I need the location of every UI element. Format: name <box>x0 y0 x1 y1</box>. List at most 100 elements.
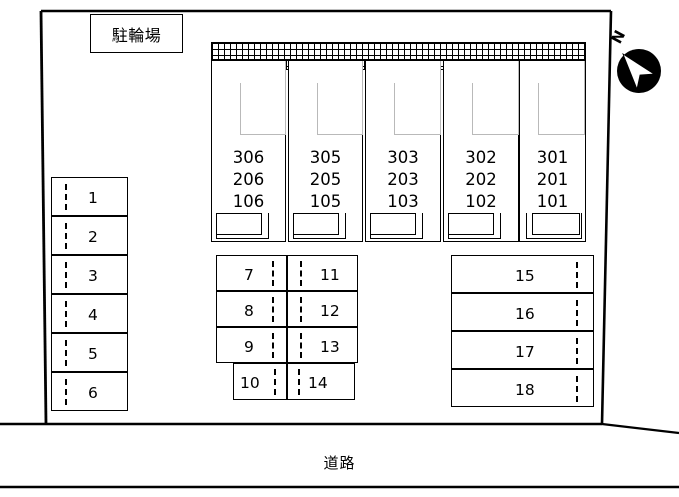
unit-302-numbers: 302 202 102 <box>444 147 518 213</box>
building-unit-306: 306 206 106 <box>211 60 286 242</box>
unit-305-floor2: 205 <box>309 170 342 189</box>
parking-stall-17[interactable]: 17 <box>451 331 594 369</box>
parking-stall-6-number: 6 <box>88 384 98 402</box>
parking-stall-6[interactable]: 6 <box>51 372 128 411</box>
unit-302-stair <box>472 83 494 135</box>
parking-stall-2-divider <box>65 223 67 249</box>
unit-306-stair <box>240 83 262 135</box>
unit-305-stair <box>317 83 339 135</box>
unit-306-entrance-step <box>216 213 269 239</box>
parking-stall-9[interactable]: 9 <box>216 327 287 363</box>
parking-stall-4-divider <box>65 301 67 327</box>
parking-stall-11-number: 11 <box>320 266 340 284</box>
parking-stall-3-divider <box>65 262 67 288</box>
unit-301-entrance <box>532 213 580 235</box>
parking-stall-6-divider <box>65 379 67 405</box>
parking-stall-2[interactable]: 2 <box>51 216 128 255</box>
parking-stall-16-number: 16 <box>515 305 535 323</box>
unit-302-entrance-step <box>448 213 501 239</box>
parking-stall-8[interactable]: 8 <box>216 291 287 327</box>
unit-306-balcony <box>262 61 286 135</box>
unit-301-entrance-step <box>526 213 582 239</box>
unit-302-floor1: 102 <box>465 192 497 211</box>
parking-stall-16[interactable]: 16 <box>451 293 594 331</box>
unit-303-numbers: 303 203 103 <box>366 147 440 213</box>
parking-stall-15-divider <box>576 262 578 288</box>
parking-stall-4-number: 4 <box>88 306 98 324</box>
unit-306-floor3: 306 <box>232 148 265 167</box>
parking-stall-7-divider <box>272 261 274 286</box>
parking-stall-15[interactable]: 15 <box>451 255 594 293</box>
parking-stall-17-number: 17 <box>515 343 535 361</box>
parking-stall-9-divider <box>272 333 274 358</box>
unit-302-floor2: 202 <box>465 170 497 189</box>
parking-stall-7-number: 7 <box>244 266 254 284</box>
unit-306-numbers: 306 206 106 <box>212 147 285 213</box>
building-unit-305: 305 205 105 <box>288 60 363 242</box>
parking-stall-4[interactable]: 4 <box>51 294 128 333</box>
parking-stall-11[interactable]: 11 <box>287 255 358 291</box>
parking-stall-8-divider <box>272 297 274 322</box>
unit-301-stair <box>538 83 560 135</box>
parking-stall-18-divider <box>576 376 578 402</box>
parking-stall-14-number: 14 <box>308 374 328 392</box>
parking-stall-12-number: 12 <box>320 302 340 320</box>
parking-stall-7[interactable]: 7 <box>216 255 287 291</box>
parking-stall-11-divider <box>300 261 302 286</box>
road-label: 道路 <box>323 453 356 472</box>
unit-301-balcony <box>560 61 585 135</box>
unit-303-floor1: 103 <box>387 192 419 211</box>
unit-303-entrance-step <box>370 213 423 239</box>
unit-306-floor1: 106 <box>232 192 265 211</box>
apartment-building: 306 206 106 305 205 105 303 <box>211 42 586 242</box>
parking-stall-13[interactable]: 13 <box>287 327 358 363</box>
building-unit-303: 303 203 103 <box>365 60 441 242</box>
parking-stall-2-number: 2 <box>88 228 98 246</box>
unit-302-balcony <box>494 61 519 135</box>
unit-305-balcony <box>339 61 363 135</box>
parking-stall-1-divider <box>65 184 67 210</box>
parking-stall-18[interactable]: 18 <box>451 369 594 407</box>
parking-stall-14-divider <box>298 369 300 395</box>
building-unit-301: 301 201 101 <box>519 60 586 242</box>
parking-stall-18-number: 18 <box>515 381 535 399</box>
parking-stall-12[interactable]: 12 <box>287 291 358 327</box>
parking-stall-9-number: 9 <box>244 338 254 356</box>
parking-stall-13-divider <box>300 333 302 358</box>
parking-stall-12-divider <box>300 297 302 322</box>
unit-303-stair <box>394 83 416 135</box>
unit-305-floor1: 105 <box>309 192 342 211</box>
roof-hatch-main <box>211 42 586 60</box>
parking-stall-1[interactable]: 1 <box>51 177 128 216</box>
unit-305-entrance-step <box>293 213 346 239</box>
parking-stall-15-number: 15 <box>515 267 535 285</box>
unit-301-floor3: 301 <box>536 148 569 167</box>
parking-stall-17-divider <box>576 338 578 364</box>
parking-stall-14[interactable]: 14 <box>287 363 355 400</box>
parking-stall-10-divider <box>274 369 276 395</box>
unit-302-floor3: 302 <box>465 148 497 167</box>
bicycle-parking-text: 駐輪場 <box>111 25 162 45</box>
parking-stall-1-number: 1 <box>88 189 98 207</box>
unit-306-floor2: 206 <box>232 170 265 189</box>
parking-stall-16-divider <box>576 300 578 326</box>
parking-stall-3[interactable]: 3 <box>51 255 128 294</box>
unit-303-balcony <box>416 61 441 135</box>
unit-301-floor1: 101 <box>536 192 569 211</box>
unit-301-numbers: 301 201 101 <box>520 147 585 213</box>
unit-303-floor3: 303 <box>387 148 419 167</box>
building-unit-302: 302 202 102 <box>443 60 519 242</box>
parking-stall-5-divider <box>65 340 67 366</box>
parking-stall-10[interactable]: 10 <box>233 363 287 400</box>
parking-stall-5-number: 5 <box>88 345 98 363</box>
unit-303-floor2: 203 <box>387 170 419 189</box>
unit-301-floor2: 201 <box>536 170 569 189</box>
parking-stall-3-number: 3 <box>88 267 98 285</box>
compass-icon <box>617 49 661 93</box>
parking-stall-5[interactable]: 5 <box>51 333 128 372</box>
bicycle-parking-label: 駐輪場 <box>90 14 183 53</box>
unit-305-numbers: 305 205 105 <box>289 147 362 213</box>
parking-stall-13-number: 13 <box>320 338 340 356</box>
